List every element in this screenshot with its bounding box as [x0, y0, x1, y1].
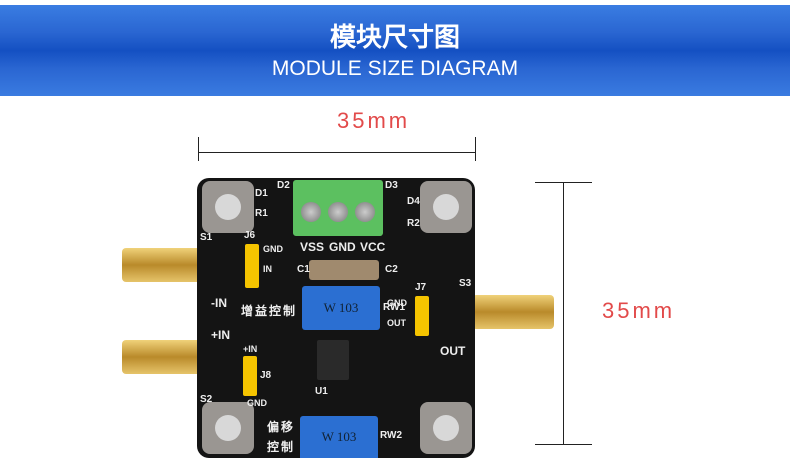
label-j8: J8 — [260, 370, 272, 381]
terminal-label-vcc: VCC — [360, 240, 386, 254]
label-offset-control-1: 偏移 — [267, 420, 296, 434]
label-u1: U1 — [315, 386, 328, 397]
label-offset-control-2: 控制 — [267, 440, 296, 454]
screw-icon — [355, 202, 375, 222]
label-d4: D4 — [407, 196, 420, 207]
screw-icon — [328, 202, 348, 222]
capacitors-c1-c2 — [309, 260, 379, 280]
label-j8-gnd: GND — [247, 398, 267, 408]
label-j6-in: IN — [263, 264, 272, 274]
jumper-j7[interactable] — [415, 296, 429, 336]
height-tick-bottom — [535, 444, 592, 445]
pot-marking: W 103 — [323, 300, 359, 315]
label-j6-gnd: GND — [263, 244, 283, 254]
page-subtitle: MODULE SIZE DIAGRAM — [271, 57, 519, 80]
label-d3: D3 — [385, 180, 398, 191]
height-tick-top — [535, 182, 592, 183]
jumper-j8[interactable] — [243, 356, 257, 396]
width-dimension-line — [198, 152, 475, 153]
width-tick-left — [198, 137, 199, 161]
label-d1: D1 — [255, 188, 268, 199]
label-d2: D2 — [277, 180, 290, 191]
sma-connector-s2 — [122, 340, 202, 374]
terminal-label-vss: VSS — [300, 240, 325, 254]
potentiometer-rw1[interactable]: W 103 — [302, 286, 380, 330]
label-c1: C1 — [297, 264, 310, 275]
height-dimension-label: 35mm — [602, 298, 676, 323]
width-dimension-label: 35mm — [337, 108, 411, 133]
potentiometer-rw2[interactable]: W 103 — [300, 416, 378, 458]
terminal-block — [293, 180, 383, 236]
height-dimension-line — [563, 182, 564, 444]
label-gain-control: 增益控制 — [241, 304, 298, 318]
mounting-hole — [202, 402, 254, 454]
label-s1: S1 — [200, 232, 213, 243]
label-j7-gnd: GND — [387, 298, 407, 308]
label-j7: J7 — [415, 282, 427, 293]
label-neg-in: -IN — [211, 296, 227, 310]
page-title: 模块尺寸图 — [329, 23, 460, 53]
mounting-hole — [420, 181, 472, 233]
label-c2: C2 — [385, 264, 398, 275]
label-s3: S3 — [459, 278, 472, 289]
label-s2: S2 — [200, 394, 213, 405]
label-r1: R1 — [255, 208, 268, 219]
terminal-label-gnd: GND — [329, 240, 356, 254]
sma-connector-s3 — [472, 295, 554, 329]
sma-connector-s1 — [122, 248, 202, 282]
label-j8-in: +IN — [243, 344, 258, 354]
op-amp-chip — [317, 340, 349, 380]
header-banner: 模块尺寸图 MODULE SIZE DIAGRAM — [0, 5, 790, 96]
label-out: OUT — [440, 344, 466, 358]
mounting-hole — [202, 181, 254, 233]
width-tick-right — [475, 137, 476, 161]
label-rw1: RW1 — [383, 302, 406, 313]
screw-icon — [301, 202, 321, 222]
pcb-board: VSS GND VCC D2 D1 R1 D3 D4 R2 C1 C2 S1 J… — [197, 178, 475, 458]
mounting-hole — [420, 402, 472, 454]
label-r2: R2 — [407, 218, 420, 229]
pot-marking: W 103 — [321, 429, 357, 444]
label-j7-out: OUT — [387, 318, 406, 328]
label-pos-in: +IN — [211, 328, 231, 342]
jumper-j6[interactable] — [245, 244, 259, 288]
label-rw2: RW2 — [380, 430, 403, 441]
label-j6: J6 — [244, 230, 256, 241]
